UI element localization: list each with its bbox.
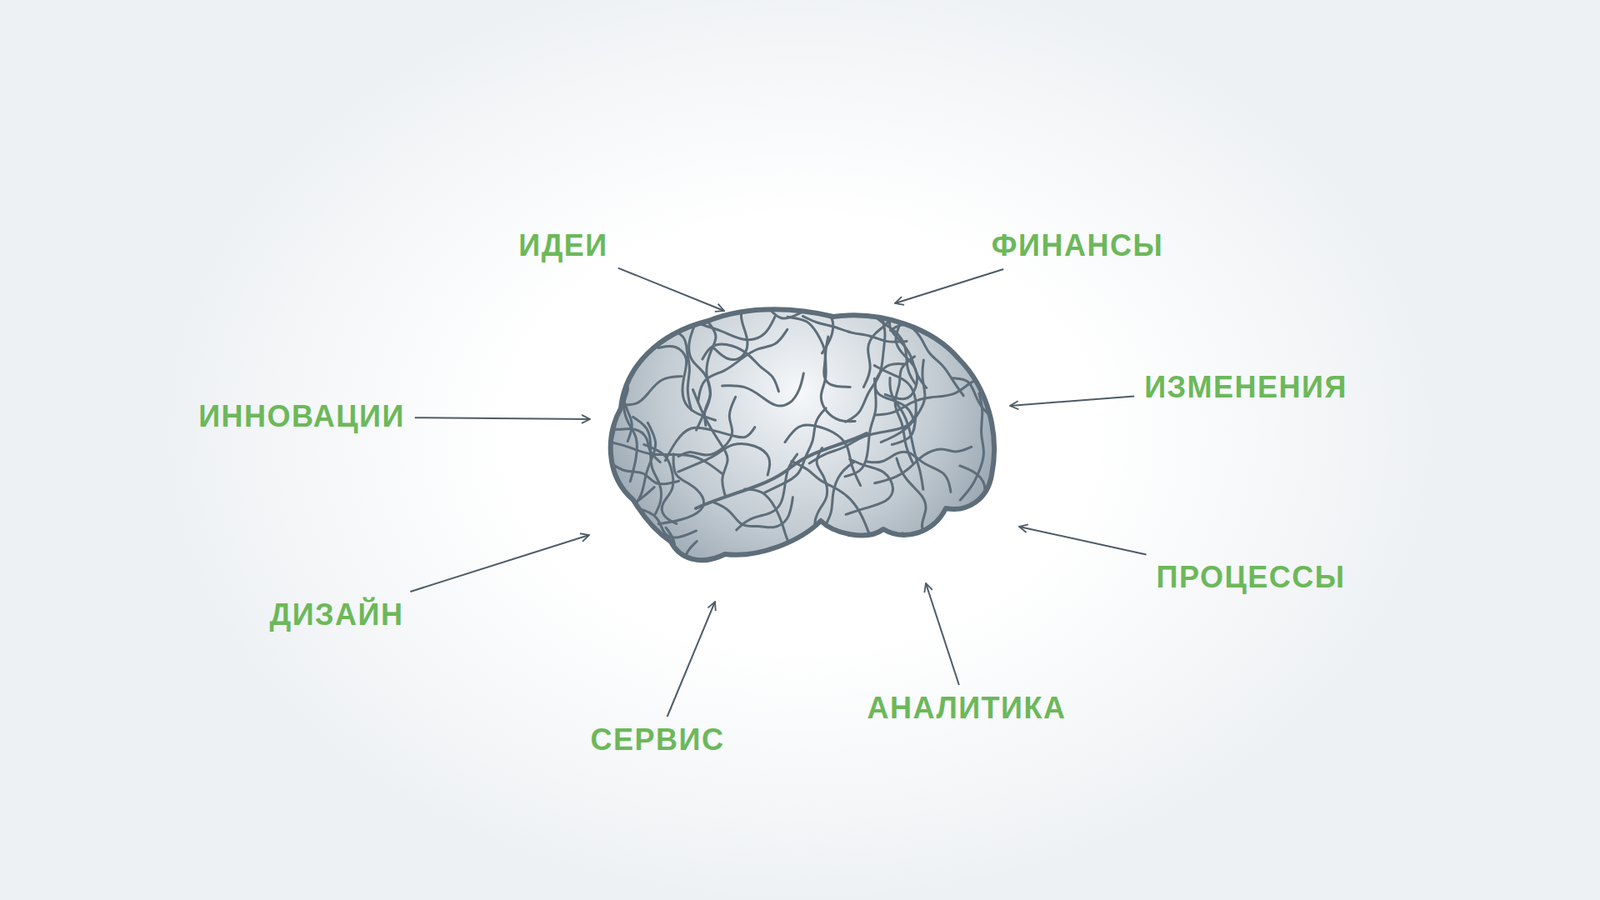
- leader-arrow: [1010, 395, 1135, 406]
- leader-arrow: [1019, 526, 1147, 555]
- leader-arrow: [895, 269, 1004, 304]
- topic-label: ДИЗАЙН: [270, 600, 405, 630]
- brain-gyrus: [870, 286, 917, 385]
- brain-gyrus: [812, 530, 878, 610]
- brain-gyrus: [548, 342, 623, 400]
- brain-gyrus: [970, 454, 1060, 513]
- brain-gyrus: [826, 533, 903, 605]
- brain-gyrus: [611, 495, 697, 538]
- topic-label: ФИНАНСЫ: [991, 230, 1164, 261]
- brain-gyrus: [845, 459, 893, 515]
- topic-label: ИДЕИ: [518, 230, 608, 261]
- brain-gyrus: [865, 451, 951, 492]
- brain-gyrus: [693, 390, 729, 496]
- brain-gyrus: [890, 377, 924, 490]
- topic-label: АНАЛИТИКА: [867, 693, 1067, 724]
- leader-arrow: [618, 268, 725, 311]
- topic-label: ИННОВАЦИИ: [198, 401, 405, 432]
- brain-gyrus: [582, 289, 630, 375]
- leader-arrow: [925, 583, 960, 685]
- leader-arrow: [667, 601, 715, 717]
- leader-arrow: [415, 417, 590, 420]
- brain-gyrus: [809, 413, 917, 464]
- brain-gyrus: [658, 454, 704, 525]
- brain-gyrus: [685, 540, 758, 600]
- brain-gyrus: [845, 312, 885, 422]
- brain-gyrus: [787, 316, 850, 387]
- brain-fissure: [695, 433, 867, 509]
- brain-gyrus: [596, 376, 682, 420]
- brain-gyrus: [644, 444, 677, 524]
- brain-gyrus: [702, 344, 780, 392]
- brain-gyrus: [971, 515, 1062, 563]
- topic-label: ИЗМЕНЕНИЯ: [1144, 372, 1348, 403]
- topic-label: СЕРВИС: [590, 725, 725, 755]
- brain-gyrus: [960, 393, 984, 500]
- brain-gyrus: [684, 316, 775, 340]
- topic-label: ПРОЦЕССЫ: [1156, 562, 1346, 593]
- brain-gyrus: [570, 444, 679, 485]
- leader-arrow: [410, 535, 590, 592]
- brain-outline: [610, 309, 995, 560]
- brain-outline-fill: [610, 309, 995, 560]
- brain-gyri: [519, 272, 1062, 629]
- brain-gyrus: [519, 334, 640, 344]
- brain-gyrus: [656, 309, 692, 410]
- brain-gyrus: [722, 373, 805, 406]
